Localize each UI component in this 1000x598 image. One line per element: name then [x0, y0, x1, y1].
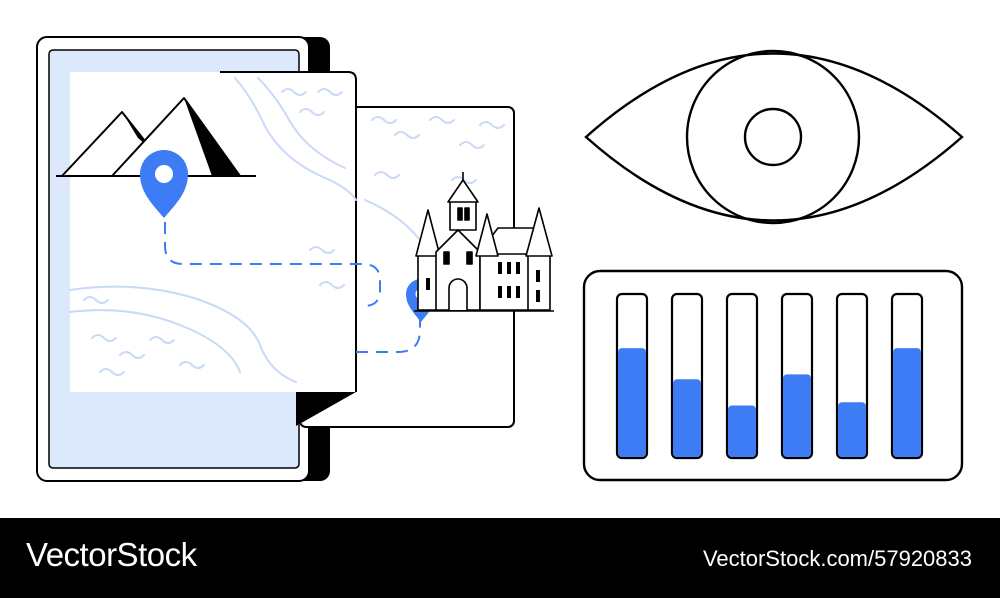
- equalizer-level: [618, 348, 646, 457]
- illustration: [36, 36, 964, 482]
- eye-icon: [584, 49, 964, 225]
- equalizer-level: [893, 348, 921, 457]
- image-id: VectorStock.com/57920833: [702, 546, 972, 571]
- equalizer-bars: [615, 292, 924, 460]
- route-path-end: [356, 318, 421, 353]
- brand-name: VectorStock: [26, 536, 197, 573]
- equalizer-level: [673, 379, 701, 457]
- location-pin-icon: [140, 150, 188, 218]
- castle-icon: [414, 172, 554, 312]
- mountain-icon: [56, 97, 256, 177]
- equalizer-icon: [582, 269, 964, 482]
- route-path: [164, 222, 381, 307]
- equalizer-level: [728, 405, 756, 457]
- equalizer-level: [838, 402, 866, 457]
- equalizer-level: [783, 374, 811, 457]
- watermark-footer: VectorStock VectorStock.com/57920833: [0, 518, 1000, 598]
